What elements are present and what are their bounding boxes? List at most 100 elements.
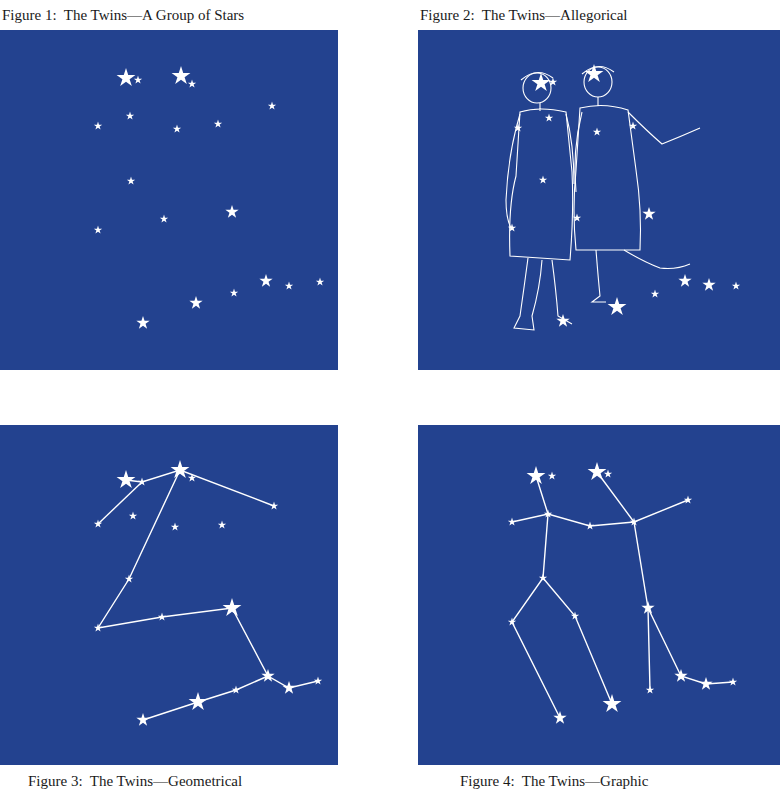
star [316, 278, 324, 286]
star [188, 80, 196, 88]
constellation-line [512, 476, 560, 718]
star [508, 224, 516, 232]
star [585, 64, 604, 82]
constellation-line [543, 578, 612, 704]
sky-panel [418, 30, 780, 370]
star [556, 314, 569, 327]
star [586, 522, 594, 530]
star [214, 120, 222, 128]
star [125, 575, 133, 583]
star [604, 470, 612, 478]
star [188, 474, 196, 482]
star [270, 502, 278, 510]
figure-caption: Figure 4: The Twins—Graphic [460, 772, 648, 790]
star [508, 518, 516, 526]
star [189, 692, 208, 710]
star [729, 678, 737, 686]
star [223, 598, 242, 616]
star [603, 694, 622, 712]
star [134, 76, 142, 84]
star [314, 677, 322, 685]
constellation-line [143, 676, 268, 720]
star [629, 122, 637, 130]
figure-caption: Figure 1: The Twins—A Group of Stars [2, 6, 244, 24]
star [527, 466, 546, 484]
star [732, 282, 740, 290]
star [674, 669, 687, 682]
star [127, 177, 135, 185]
twin-figure-outline [506, 114, 520, 230]
star [172, 66, 191, 84]
star [171, 523, 179, 531]
twin-figure-outline [628, 112, 700, 144]
star [702, 278, 715, 291]
constellation-line [126, 470, 274, 506]
star [573, 214, 581, 222]
twin-figure-outline [574, 97, 641, 250]
star [545, 114, 553, 122]
star [173, 125, 181, 133]
sky-panel [0, 30, 338, 370]
twin-figure-outline [592, 250, 606, 302]
star [136, 713, 149, 726]
star [642, 207, 655, 220]
star [514, 124, 522, 132]
star [608, 297, 627, 315]
star [539, 176, 547, 184]
twin-figure-outline [566, 114, 574, 184]
star [126, 112, 134, 120]
star [684, 496, 692, 504]
constellation-line [98, 470, 318, 688]
star [94, 624, 102, 632]
star [285, 282, 293, 290]
twin-figure-outline [575, 112, 582, 192]
star [117, 68, 136, 86]
star [259, 274, 272, 287]
star [94, 122, 102, 130]
star [539, 574, 547, 582]
star [136, 316, 149, 329]
star [699, 677, 712, 690]
constellation-line [512, 500, 688, 526]
star [630, 518, 638, 526]
twin-figure-outline [624, 250, 690, 269]
star [268, 102, 276, 110]
star [232, 686, 240, 694]
star [678, 274, 691, 287]
star [158, 613, 166, 621]
star [230, 289, 238, 297]
twin-figure-outline [552, 260, 572, 324]
star [571, 612, 579, 620]
star [282, 681, 295, 694]
figure-caption: Figure 2: The Twins—Allegorical [420, 6, 628, 24]
star [548, 472, 556, 480]
star [218, 521, 226, 529]
star [593, 128, 601, 136]
sky-panel [418, 425, 780, 765]
star [549, 78, 557, 86]
star [189, 296, 202, 309]
constellation-line [597, 472, 650, 690]
star [225, 205, 238, 218]
star [160, 215, 168, 223]
twin-figure-outline [514, 258, 542, 330]
figure-caption: Figure 3: The Twins—Geometrical [28, 772, 242, 790]
star [532, 73, 551, 91]
star [651, 290, 659, 298]
twin-figure-outline [521, 72, 553, 80]
star [641, 601, 654, 614]
star [138, 478, 146, 486]
star [94, 226, 102, 234]
sky-panel [0, 425, 338, 765]
star [508, 618, 516, 626]
star [553, 711, 566, 724]
star [117, 470, 136, 488]
star [646, 686, 654, 694]
star [94, 520, 102, 528]
star [588, 462, 607, 480]
star [261, 669, 274, 682]
star [544, 510, 552, 518]
constellation-line [98, 482, 142, 524]
twin-figure-outline [510, 103, 573, 260]
